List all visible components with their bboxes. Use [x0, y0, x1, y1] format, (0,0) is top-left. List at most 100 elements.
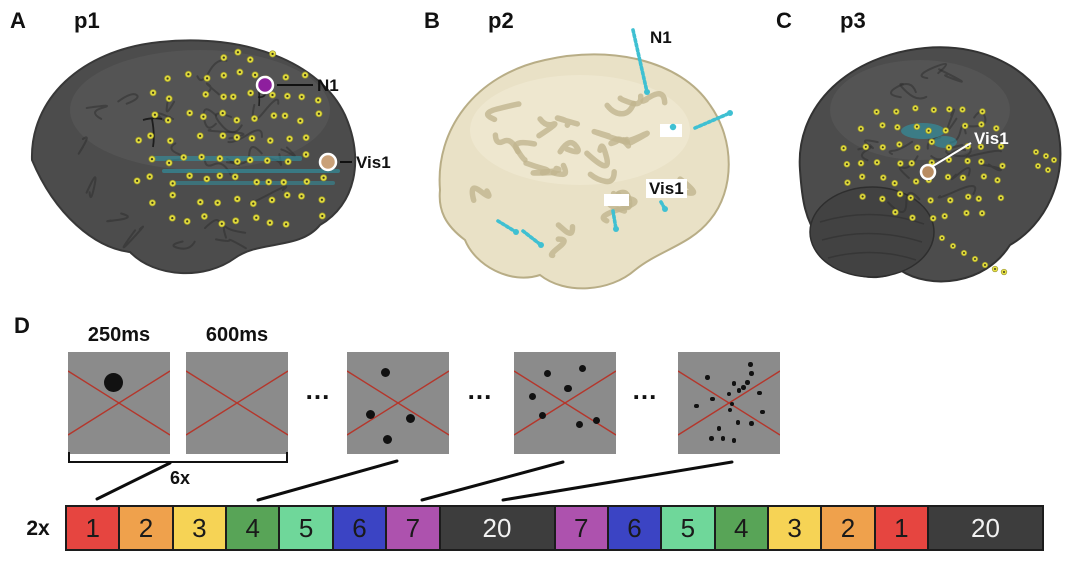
electrode-dot-center: [171, 182, 174, 185]
sulcus: [555, 222, 576, 236]
electrode-dot-center: [171, 216, 174, 220]
electrode-dot-center: [859, 162, 863, 165]
stimulus-dot: [710, 396, 715, 402]
electrode-dot-center: [255, 180, 258, 184]
sulcus: [980, 163, 1003, 172]
electrode-dot-center: [268, 221, 272, 224]
trial-repeat-label: 6x: [169, 468, 191, 488]
sequence-block-1: 1: [873, 505, 930, 551]
electrode-dot-center: [286, 193, 289, 197]
electrode-dot-center: [915, 180, 918, 183]
electrode-dot-center: [232, 95, 235, 98]
sequence-block-4: 4: [225, 505, 281, 551]
fixation-cross: [68, 370, 170, 436]
n1-label-p2: N1: [650, 28, 672, 47]
depth-electrode-track: [496, 219, 518, 234]
electrode-dot-center: [317, 99, 320, 102]
stimulus-dot: [705, 375, 710, 380]
stimulus-dot: [716, 426, 722, 431]
sulcus: [965, 149, 1002, 159]
subject-label-p1: p1: [74, 8, 100, 33]
stimulus-dot: [740, 385, 746, 390]
stimulus-dot: [538, 411, 547, 419]
electrode-dot-center: [253, 117, 256, 120]
electrode-dot-center: [137, 139, 140, 142]
electrode-dot-center: [272, 114, 276, 117]
sulcus: [938, 68, 963, 83]
electrode-dot-center: [284, 223, 288, 226]
electrode-dot-center: [283, 114, 287, 117]
electrode-dot-center: [961, 108, 964, 111]
electrode-dot-center: [966, 159, 969, 163]
sulcus: [550, 162, 569, 178]
electrode-dot-center: [235, 136, 239, 139]
electrode-dot-center: [967, 195, 970, 198]
electrode-dot-center: [896, 126, 899, 129]
electrode-dot-center: [930, 161, 933, 164]
stimulus-dot: [544, 369, 552, 377]
electrode-dot-center: [202, 115, 205, 118]
electrode-dot-center: [221, 134, 225, 137]
depth-electrode-tip: [513, 229, 519, 235]
electrode-dot-center: [974, 258, 976, 260]
electrode-dot-center: [845, 163, 848, 166]
sulcus: [172, 240, 196, 250]
depth-electrode-tip: [538, 242, 544, 248]
electrode-dot-center: [303, 73, 307, 77]
electrode-dot-center: [166, 119, 170, 122]
sulcus: [967, 110, 987, 128]
electrode-dot-center: [943, 215, 946, 218]
stimulus-frame-20-dots: [678, 352, 780, 454]
vis1-label-p3: Vis1: [974, 129, 1009, 148]
electrode-dot-center: [1035, 151, 1037, 153]
electrode-dot-center: [982, 175, 985, 178]
electrode-dot-center: [910, 162, 913, 165]
sulcus: [469, 185, 492, 203]
vis1-label-p2: Vis1: [646, 179, 687, 198]
marker-vis1: [318, 152, 338, 172]
electrode-dot-center: [284, 76, 287, 79]
stimulus-dot: [727, 407, 733, 413]
electrode-dot-center: [859, 127, 862, 130]
stimulus-dot: [720, 436, 726, 441]
marker-callout-p3: [919, 142, 972, 181]
depth-electrode-track: [611, 209, 618, 231]
electrode-dot-center: [187, 73, 190, 76]
stimulus-dot: [564, 385, 572, 393]
electrode-dot-center: [952, 245, 954, 247]
electrode-dot-center: [980, 123, 983, 126]
electrode-dot-center: [995, 127, 998, 130]
electrode-dot-center: [304, 136, 308, 139]
electrode-dot-center: [930, 140, 933, 143]
electrode-dot-center: [916, 146, 919, 149]
electrode-dot-center: [186, 220, 189, 223]
sulcus: [484, 101, 522, 123]
electrode-dot-center: [317, 112, 321, 115]
electrode-dot-center: [1045, 155, 1047, 157]
electrode-dot-center: [984, 264, 986, 266]
electrode-dot-center: [153, 113, 157, 116]
electrode-dot-center: [322, 176, 325, 179]
panel-a-letter: A: [10, 8, 26, 33]
electrode-dot-center: [188, 174, 191, 177]
electrode-dot-center: [150, 157, 154, 161]
electrode-dot-center: [947, 158, 950, 161]
electrode-dot-center: [236, 51, 240, 54]
sulcus: [624, 130, 650, 146]
electrode-dot-center: [961, 176, 965, 179]
electrode-dot-center: [914, 107, 917, 110]
electrode-dot-center: [222, 95, 225, 98]
sulcus: [937, 185, 977, 199]
stimulus-dot: [365, 409, 375, 419]
electrode-dot-center: [282, 181, 285, 184]
electrode-dot-center: [881, 146, 884, 149]
cerebellum-fissure: [827, 251, 917, 261]
sequence-block-6: 6: [606, 505, 663, 551]
sulcus: [554, 115, 581, 128]
electrode-dot-center: [234, 175, 237, 178]
electrode-dot-center: [200, 155, 203, 159]
electrode-dot-center: [222, 56, 225, 59]
electrode-dot-center: [266, 159, 269, 162]
sulcus: [946, 108, 958, 131]
